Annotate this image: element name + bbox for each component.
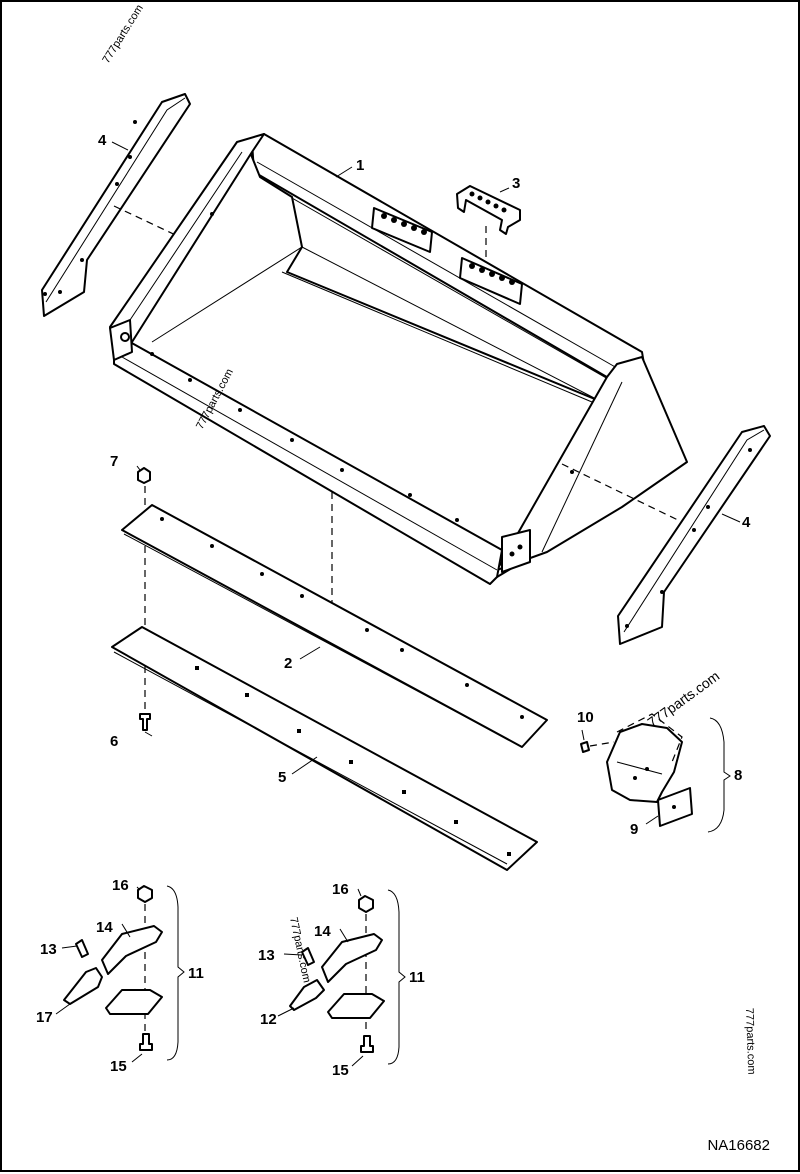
part-3-step[interactable] <box>456 185 521 235</box>
callout-6: 6 <box>110 733 118 750</box>
callout-14-left: 14 <box>96 919 113 936</box>
part-16-nut-right <box>358 895 374 913</box>
callout-5: 5 <box>278 769 286 786</box>
callout-2: 2 <box>284 655 292 672</box>
callout-16-right: 16 <box>332 881 349 898</box>
watermark-top-left: 777parts.com <box>100 3 145 66</box>
part-15-bolt-right <box>360 1035 374 1053</box>
watermark-edge-kit: 777parts.com <box>644 668 722 731</box>
callout-4-right: 4 <box>742 514 751 531</box>
part-weld-base-left <box>105 989 163 1015</box>
callout-16-left: 16 <box>112 877 129 894</box>
callout-12: 12 <box>260 1011 277 1028</box>
callout-15-right: 15 <box>332 1062 349 1079</box>
callout-11-right: 11 <box>409 969 425 986</box>
part-6-bolt[interactable] <box>139 713 151 731</box>
part-weld-base-right <box>327 993 385 1019</box>
part-5-wear-bar[interactable] <box>111 626 538 871</box>
callout-4-left: 4 <box>98 132 107 149</box>
callout-15-left: 15 <box>110 1058 127 1075</box>
part-7-nut[interactable] <box>137 467 151 484</box>
part-2-cutting-edge[interactable] <box>121 504 548 748</box>
callout-7: 7 <box>110 453 118 470</box>
part-17-tooth-left <box>63 967 103 1005</box>
watermark-bottom-right: 777parts.com <box>743 1008 757 1075</box>
part-4-left-side-plate[interactable] <box>41 93 191 317</box>
part-13-pin-left <box>75 939 89 958</box>
part-13-pin-right <box>301 947 315 966</box>
callout-10: 10 <box>577 709 594 726</box>
callout-3: 3 <box>512 175 520 192</box>
part-15-bolt-left <box>139 1033 153 1051</box>
callout-13-right: 13 <box>258 947 275 964</box>
part-9-wear-pad[interactable] <box>657 787 693 827</box>
callout-9: 9 <box>630 821 638 838</box>
part-8-edge-assembly[interactable] <box>606 713 683 803</box>
callout-1: 1 <box>356 157 364 174</box>
part-12-tooth-right <box>289 979 325 1011</box>
part-10-screw[interactable] <box>580 741 615 753</box>
part-14-adapter-right <box>321 933 383 983</box>
drawing-id: NA16682 <box>707 1137 770 1154</box>
part-4-right-side-plate[interactable] <box>617 425 771 645</box>
callout-14-right: 14 <box>314 923 331 940</box>
callout-13-left: 13 <box>40 941 57 958</box>
callout-17: 17 <box>36 1009 53 1026</box>
part-1-bucket[interactable] <box>109 133 688 585</box>
callout-8: 8 <box>734 767 742 784</box>
callout-11-left: 11 <box>188 965 204 982</box>
part-16-nut-left <box>137 885 153 903</box>
tooth-assembly-left[interactable] <box>63 885 163 1051</box>
